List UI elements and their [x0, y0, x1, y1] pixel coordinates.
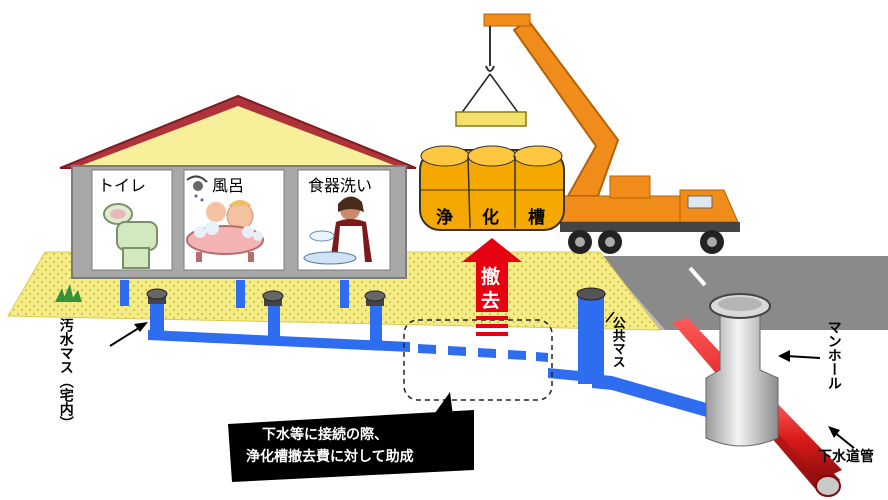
- drain-pipes: [120, 280, 710, 418]
- manhole: [705, 293, 779, 447]
- removal-char-1: 撤: [481, 266, 501, 288]
- removed-pipe-segment: [418, 344, 548, 362]
- sewer-pipe-label: 下水道管: [818, 449, 874, 465]
- room-label-bath: 風呂: [212, 176, 245, 195]
- removal-arrow: [462, 238, 522, 336]
- septic-tank: [419, 145, 565, 231]
- tank-char-2: 化: [482, 208, 499, 228]
- dishwashing-icon: [303, 196, 372, 265]
- tank-char-3: 槽: [528, 208, 545, 228]
- callout-line-1: 下水等に接続の際、: [262, 427, 388, 443]
- removal-char-2: 去: [481, 290, 501, 312]
- private-basins: [146, 288, 386, 306]
- public-basin-label: 公共マス: [609, 316, 625, 368]
- private-basin-label: 汚水マス（宅内）: [57, 318, 74, 430]
- callout-line-2: 浄化槽撤去費に対して助成: [246, 449, 414, 465]
- bath-icon: [186, 175, 264, 262]
- room-label-toilet: トイレ: [98, 176, 147, 195]
- toilet-icon: [103, 203, 158, 269]
- grass-tuft: [55, 284, 82, 302]
- leader-arrows: [109, 311, 855, 449]
- house-gable: [80, 106, 396, 166]
- room-label-dishes: 食器洗い: [308, 176, 373, 195]
- callout-bubble: [228, 392, 474, 482]
- tank-char-1: 浄: [436, 208, 453, 228]
- manhole-label: マンホール: [825, 320, 842, 390]
- public-basin: [576, 287, 606, 384]
- crane-truck: [483, 13, 740, 254]
- lifting-sling: [455, 73, 527, 127]
